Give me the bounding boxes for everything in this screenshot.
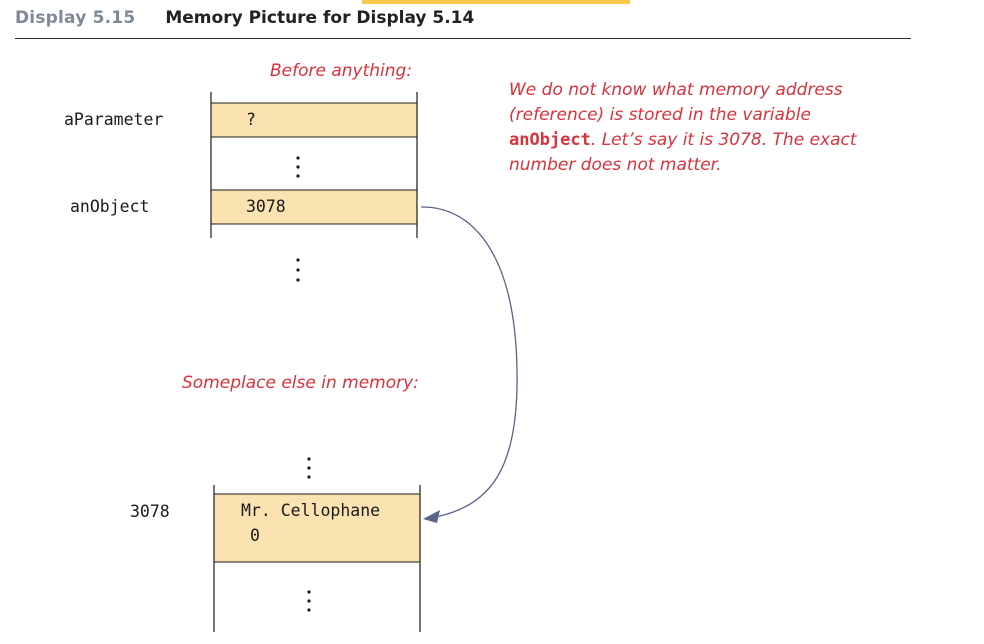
value-aparameter: ? — [246, 110, 256, 129]
bottom-memory-block — [213, 457, 421, 632]
arrow-head — [423, 510, 440, 523]
header-rule — [15, 38, 911, 39]
value-object-name: Mr. Cellophane — [241, 501, 381, 520]
ellipsis-dots-1 — [296, 156, 300, 178]
annotation-someplace-else: Someplace else in memory: — [182, 373, 419, 393]
display-number: Display 5.15 — [15, 8, 136, 28]
ellipsis-dots-2 — [296, 258, 300, 282]
label-aparameter: aParameter — [64, 110, 164, 129]
annotation-before-anything: Before anything: — [270, 61, 413, 81]
ellipsis-dots-4 — [307, 590, 311, 612]
note-code-word: anObject — [509, 130, 591, 150]
display-title: Memory Picture for Display 5.14 — [165, 8, 475, 28]
cell-aparameter — [210, 102, 418, 138]
note-line-3-rest: . Let’s say it is 3078. The exact — [590, 130, 857, 150]
top-memory-block — [210, 92, 418, 282]
note-line-4: number does not matter. — [509, 155, 722, 175]
cell-anobject — [210, 189, 418, 225]
cell-object-3078 — [213, 493, 421, 563]
note-line-3: anObject. Let’s say it is 3078. The exac… — [509, 128, 919, 153]
note-line-1: We do not know what memory address — [509, 80, 843, 100]
value-anobject: 3078 — [246, 197, 286, 216]
value-object-number: 0 — [250, 526, 260, 545]
reference-arrow — [420, 206, 518, 523]
label-anobject: anObject — [70, 197, 150, 216]
ellipsis-dots-3 — [307, 457, 311, 479]
note-line-2: (reference) is stored in the variable — [509, 105, 811, 125]
top-accent-bar — [362, 0, 630, 4]
display-header: Display 5.15 Memory Picture for Display … — [15, 8, 474, 34]
label-address-3078: 3078 — [130, 502, 170, 521]
explanation-note: We do not know what memory address (refe… — [509, 78, 919, 178]
